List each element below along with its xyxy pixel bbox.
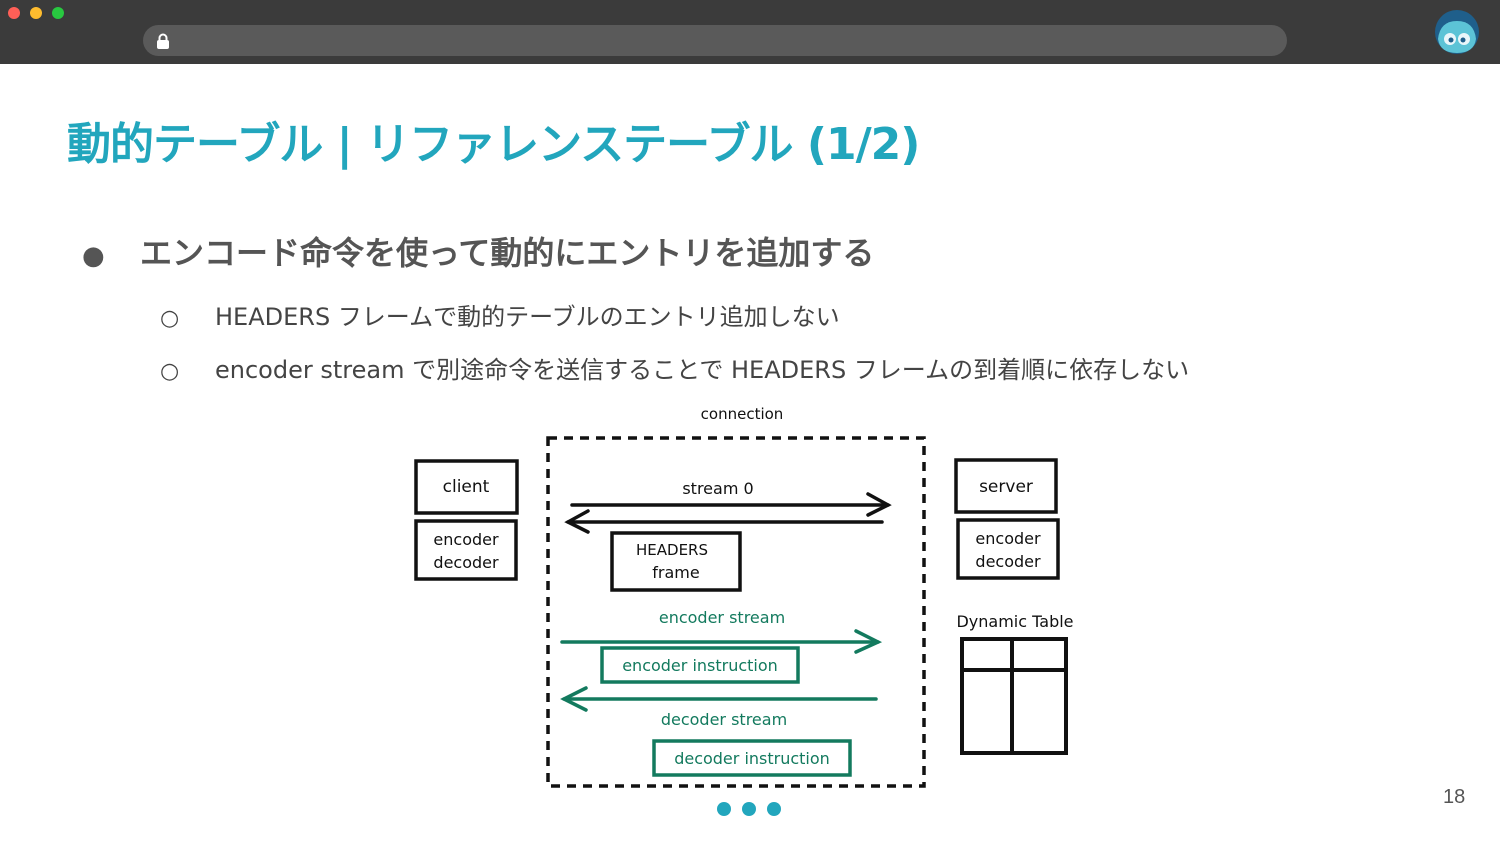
server-decoder-label: decoder xyxy=(975,552,1041,571)
decoder-instruction-box xyxy=(652,739,852,777)
server-box xyxy=(954,458,1058,514)
client-encoder-label: encoder xyxy=(433,530,499,549)
avatar-icon[interactable] xyxy=(1434,9,1480,55)
main-bullet: ● エンコード命令を使って動的にエントリを追加する xyxy=(82,228,874,274)
slide-title: 動的テーブル | リファレンステーブル (1/2) xyxy=(67,119,920,170)
client-codec-box xyxy=(414,519,518,581)
slide-pagination xyxy=(717,802,781,816)
main-bullet-text: エンコード命令を使って動的にエントリを追加する xyxy=(140,234,875,272)
encoder-instruction-box xyxy=(600,646,800,684)
sub-bullet: ○ encoder stream で別途命令を送信することで HEADERS フレ… xyxy=(160,350,1189,385)
dynamic-table-label: Dynamic Table xyxy=(956,612,1073,631)
client-label: client xyxy=(443,477,490,497)
connection-label: connection xyxy=(701,405,784,423)
connection-box xyxy=(546,436,926,788)
encoder-stream-label: encoder stream xyxy=(659,608,785,627)
minimize-window-button[interactable] xyxy=(30,7,42,19)
server-label: server xyxy=(979,477,1033,497)
sub-bullet-marker: ○ xyxy=(160,306,180,331)
dynamic-table xyxy=(960,637,1068,755)
headers-frame-line1: HEADERS xyxy=(636,541,708,559)
close-window-button[interactable] xyxy=(8,7,20,19)
encoder-stream-arrow xyxy=(560,629,883,654)
headers-frame-line2: frame xyxy=(652,563,699,582)
page-number: 18 xyxy=(1443,786,1466,808)
pagination-dot[interactable] xyxy=(742,802,756,816)
maximize-window-button[interactable] xyxy=(52,7,64,19)
stream0-label: stream 0 xyxy=(682,479,753,498)
decoder-stream-arrow xyxy=(560,686,878,712)
sub-bullet-text: encoder stream で別途命令を送信することで HEADERS フレー… xyxy=(215,356,1190,384)
pagination-dot[interactable] xyxy=(717,802,731,816)
sub-bullet: ○ HEADERS フレームで動的テーブルのエントリ追加しない xyxy=(160,297,840,332)
sub-bullet-marker: ○ xyxy=(160,359,180,384)
browser-chrome xyxy=(0,0,1500,64)
decoder-stream-label: decoder stream xyxy=(661,710,787,729)
address-bar[interactable] xyxy=(143,25,1287,56)
bullet-marker: ● xyxy=(82,241,105,271)
client-decoder-label: decoder xyxy=(433,553,499,572)
server-codec-box xyxy=(956,518,1060,580)
stream0-left-arrow xyxy=(564,509,884,534)
stream0-right-arrow xyxy=(570,492,892,517)
pagination-dot[interactable] xyxy=(767,802,781,816)
decoder-instruction-label: decoder instruction xyxy=(674,749,830,768)
sub-bullet-text: HEADERS フレームで動的テーブルのエントリ追加しない xyxy=(215,303,840,331)
headers-frame-box xyxy=(610,531,742,592)
server-encoder-label: encoder xyxy=(975,529,1041,548)
encoder-instruction-label: encoder instruction xyxy=(622,656,778,675)
client-box xyxy=(414,459,519,515)
lock-icon xyxy=(157,33,169,49)
